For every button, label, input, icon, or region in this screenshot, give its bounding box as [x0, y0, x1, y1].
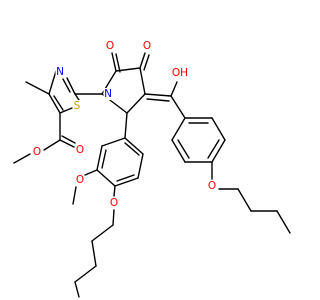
bond [96, 145, 103, 171]
bond [207, 139, 220, 159]
bond [112, 209, 115, 226]
bond [139, 67, 146, 95]
atom-label-background [142, 40, 152, 52]
bond [114, 177, 139, 187]
molecule-structure-diagram: O O OH N N S O O O O O [13, 40, 291, 298]
atom-label-n-thiazole: N [56, 66, 64, 78]
atom-label-background [75, 174, 85, 186]
bond [113, 185, 116, 197]
bond [96, 169, 116, 187]
bond [144, 93, 172, 97]
bond [25, 81, 50, 95]
bond [170, 81, 178, 97]
bond [143, 54, 150, 71]
bond [66, 77, 76, 95]
atom-label-background [55, 66, 65, 78]
bond [74, 93, 80, 101]
atom-label-oh-enol: OH [172, 67, 188, 79]
bond [91, 224, 114, 242]
bond [170, 95, 186, 119]
bond [48, 93, 61, 114]
bond [84, 169, 98, 176]
atom-label-o-ester-carbonyl: O [76, 144, 84, 156]
atom-label-background [32, 146, 42, 158]
atom-label-background [109, 197, 119, 209]
atom-label-background [103, 88, 113, 100]
bond [43, 139, 61, 151]
bond [101, 149, 107, 169]
bond [72, 186, 77, 205]
bond [211, 139, 226, 163]
atom-label-o-pentyloxy: O [110, 197, 118, 209]
bond [126, 93, 146, 114]
bond [116, 174, 135, 182]
bond [115, 53, 121, 73]
atom-label-background [72, 100, 82, 112]
bond [74, 265, 97, 283]
atom-label-o-butoxy: O [208, 180, 216, 192]
bond [237, 188, 252, 212]
bond [276, 210, 291, 234]
atom-labels: O O OH N N S O O O O O [32, 40, 217, 209]
bond [177, 139, 190, 159]
bond [61, 135, 76, 144]
bond [124, 142, 140, 156]
bond [13, 153, 31, 164]
bond [62, 78, 71, 93]
bond [59, 139, 75, 148]
bond [91, 240, 97, 267]
bond [139, 52, 146, 69]
atom-label-o-keto-b: O [143, 40, 151, 52]
bond [124, 112, 128, 139]
atom-label-n-ring: N [104, 88, 112, 100]
atom-label-background [105, 40, 115, 52]
atom-label-background [75, 144, 85, 156]
bond [171, 139, 186, 163]
bonds [13, 52, 291, 298]
atom-label-o-methoxy: O [76, 174, 84, 186]
bond [146, 98, 170, 102]
bond [53, 95, 64, 111]
bond [171, 117, 186, 141]
atom-label-o-ester-ether: O [33, 146, 41, 158]
atom-label-background [172, 67, 188, 79]
bond [124, 137, 144, 155]
bond [211, 117, 226, 141]
bond [48, 70, 57, 95]
bond [59, 107, 73, 114]
bond [137, 153, 144, 179]
atom-label-background [207, 180, 217, 192]
atom-label-s-thiazole: S [74, 100, 81, 112]
bond [74, 281, 80, 298]
atom-label-o-keto-a: O [106, 40, 114, 52]
bond [111, 52, 117, 72]
bond [101, 137, 126, 147]
